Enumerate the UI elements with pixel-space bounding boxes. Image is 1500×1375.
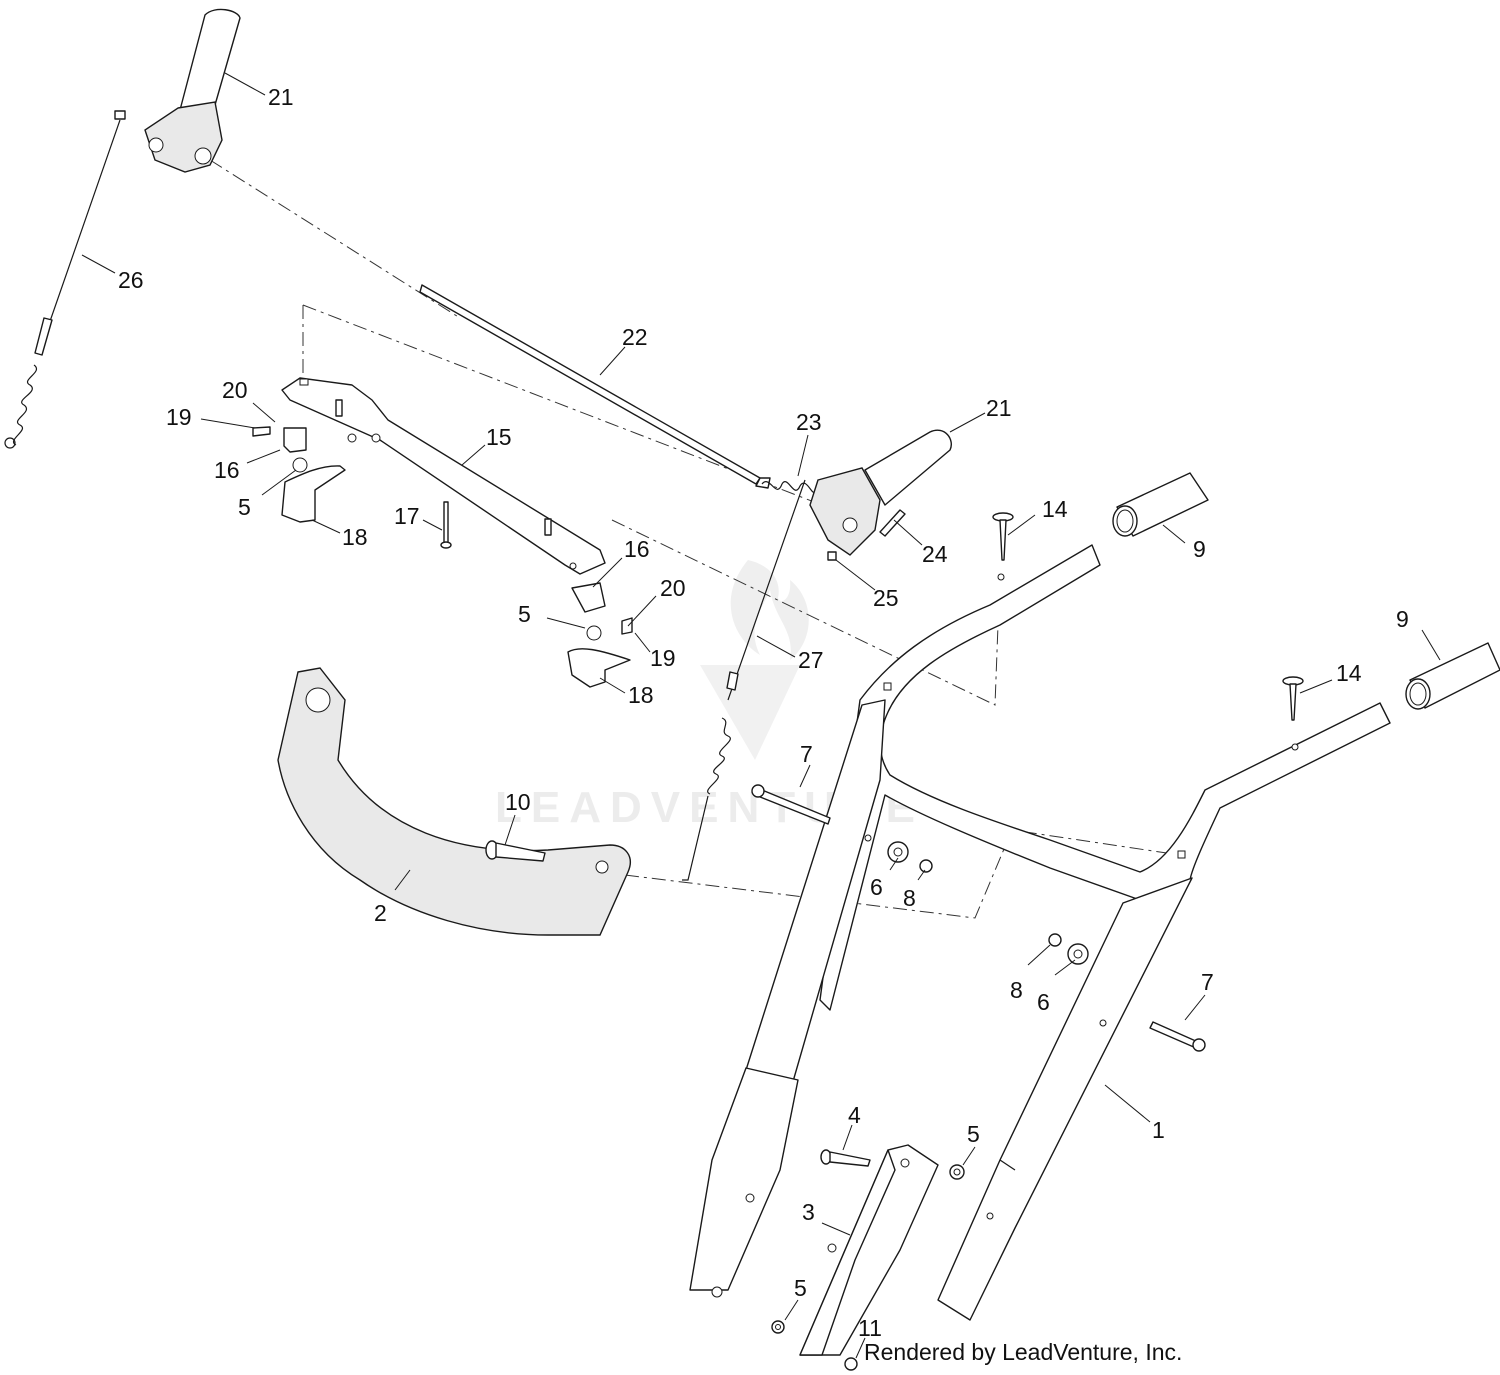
callout-1: 1	[1152, 1117, 1165, 1143]
right-lever-assembly	[567, 582, 633, 688]
callout-8: 8	[903, 885, 916, 911]
alignment-lines	[209, 159, 1181, 919]
grip-21-lower	[809, 429, 952, 556]
callout-5: 5	[794, 1275, 807, 1301]
handle-frame	[689, 544, 1391, 1321]
mounting-bracket	[281, 377, 606, 575]
callout-26: 26	[118, 267, 144, 293]
cable-27	[682, 479, 806, 881]
callout-7: 7	[1201, 969, 1214, 995]
grip-21-upper	[144, 8, 241, 173]
grip-9-lower	[1405, 642, 1500, 710]
callout-27: 27	[798, 647, 824, 673]
callout-20: 20	[660, 575, 686, 601]
washer-5-upper	[949, 1164, 965, 1180]
washer-5-lower	[771, 1320, 785, 1334]
bolt-7-left	[751, 784, 831, 825]
callouts: 21 26 22 20 19 15 16 5 18 17 23 21 24 25…	[118, 84, 1409, 1341]
callout-6: 6	[1037, 989, 1050, 1015]
lower-guard	[277, 667, 631, 936]
callout-23: 23	[796, 409, 822, 435]
callout-16: 16	[624, 536, 650, 562]
spacer-6-left	[887, 841, 909, 863]
callout-7: 7	[800, 741, 813, 767]
bolt-11	[844, 1357, 858, 1371]
spacer-6-right	[1067, 943, 1089, 965]
callout-9: 9	[1193, 536, 1206, 562]
callout-6: 6	[870, 874, 883, 900]
leader-lines	[81, 72, 1441, 1359]
callout-4: 4	[848, 1102, 861, 1128]
callout-5: 5	[238, 494, 251, 520]
lower-bracket	[799, 1144, 939, 1356]
clevis-pin-14-upper	[992, 512, 1014, 561]
nut-8-left	[919, 859, 933, 873]
bolt-7-right	[1149, 1021, 1206, 1052]
clevis-pin-14-lower	[1282, 676, 1304, 721]
callout-17: 17	[394, 503, 420, 529]
callout-25: 25	[873, 585, 899, 611]
callout-10: 10	[505, 789, 531, 815]
callout-15: 15	[486, 424, 512, 450]
screw-17	[440, 501, 452, 549]
callout-9: 9	[1396, 606, 1409, 632]
callout-8: 8	[1010, 977, 1023, 1003]
bolt-4	[820, 1149, 871, 1167]
render-credit: Rendered by LeadVenture, Inc.	[864, 1339, 1183, 1365]
bolt-10	[485, 840, 546, 862]
left-lever-assembly	[252, 426, 346, 523]
pin-24	[879, 509, 906, 537]
nut-8-right	[1048, 933, 1062, 947]
grip-9-upper	[1112, 472, 1209, 537]
callout-18: 18	[628, 682, 654, 708]
callout-21: 21	[986, 395, 1012, 421]
callout-3: 3	[802, 1199, 815, 1225]
callout-5: 5	[518, 601, 531, 627]
rod-22	[419, 284, 771, 489]
callout-20: 20	[222, 377, 248, 403]
callout-14: 14	[1336, 660, 1362, 686]
callout-5: 5	[967, 1121, 980, 1147]
callout-19: 19	[650, 645, 676, 671]
callout-24: 24	[922, 541, 948, 567]
callout-19: 19	[166, 404, 192, 430]
callout-16: 16	[214, 457, 240, 483]
callout-22: 22	[622, 324, 648, 350]
callout-14: 14	[1042, 496, 1068, 522]
cable-26	[4, 110, 126, 449]
pin-25	[827, 551, 837, 561]
callout-21: 21	[268, 84, 294, 110]
callout-2: 2	[374, 900, 387, 926]
spring-23	[761, 481, 816, 494]
callout-18: 18	[342, 524, 368, 550]
callout-11: 11	[858, 1315, 882, 1341]
